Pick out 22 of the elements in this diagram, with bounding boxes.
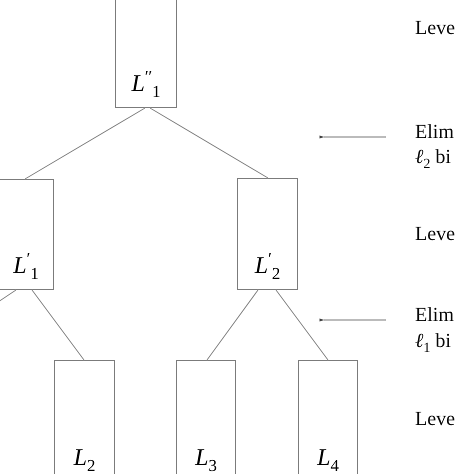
connector-line: [276, 290, 328, 360]
connector-line: [0, 290, 16, 302]
block-label: L$_{2}$: [72, 446, 96, 474]
level-note: ℓ$_{2}$ bi: [415, 146, 451, 174]
level-note: ℓ$_{1}$ bi: [415, 330, 451, 358]
matrix-block: [0, 179, 54, 290]
matrix-block: [54, 360, 115, 474]
block-label: L$_{3}$: [194, 446, 218, 474]
block-label: L$_{4}$: [316, 446, 340, 474]
matrix-block: [237, 178, 298, 290]
matrix-block: [176, 360, 236, 474]
matrix-block: [298, 360, 358, 474]
level-note: Elim: [415, 121, 454, 144]
matrix-block: [115, 0, 177, 108]
level-note: Leve: [415, 408, 455, 431]
level-note: Leve: [415, 223, 455, 246]
level-note: Elim: [415, 304, 454, 327]
connector-line: [24, 108, 146, 180]
level-note: Leve: [415, 17, 455, 40]
connector-line: [206, 290, 258, 360]
connector-line: [32, 290, 84, 360]
connector-line: [150, 108, 268, 178]
